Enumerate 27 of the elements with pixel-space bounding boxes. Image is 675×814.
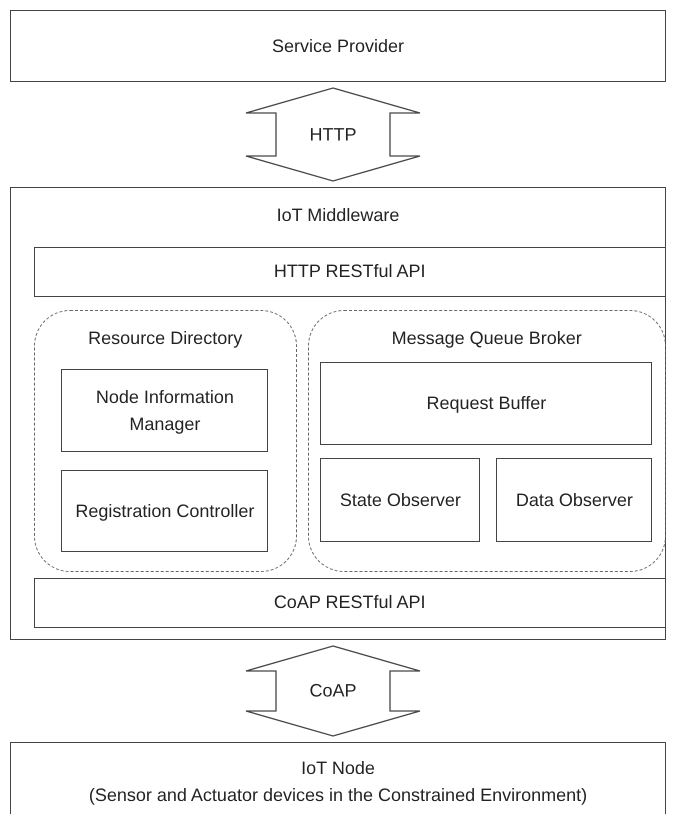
node-label: Resource Directory: [88, 326, 242, 350]
node-label: HTTP RESTful API: [274, 260, 426, 284]
double-block-arrow: [245, 87, 421, 182]
node-label: Registration Controller: [75, 500, 254, 523]
device-box: [10, 742, 666, 814]
node-label: IoT Node: [301, 757, 375, 780]
node-label: IoT Middleware: [276, 204, 400, 227]
node-label: Request Buffer: [426, 392, 546, 416]
component-box: [61, 369, 268, 452]
node-description: (Sensor and Actuator devices in the Constrained Environment): [88, 784, 588, 807]
component-box: [10, 10, 666, 82]
dashed-group: [308, 310, 666, 572]
dashed-group: [34, 310, 297, 572]
node-label: Service Provider: [272, 34, 404, 58]
component-box: [61, 470, 268, 552]
component-box: [320, 458, 480, 542]
component-box: [320, 362, 652, 446]
node-label: Message Queue Broker: [392, 326, 582, 350]
component-box: [496, 458, 652, 542]
node-label: Node Information Manager: [94, 386, 235, 436]
node-label: State Observer: [340, 488, 461, 512]
node-label: Data Observer: [516, 488, 633, 512]
double-block-arrow: [245, 645, 421, 737]
container-box: [10, 187, 666, 640]
component-box: [34, 578, 666, 628]
component-box: [34, 246, 666, 297]
node-label: CoAP RESTful API: [274, 591, 426, 614]
